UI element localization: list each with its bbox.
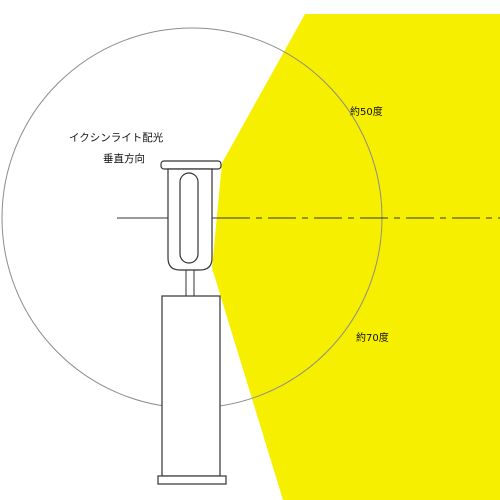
diagram-subtitle: 垂直方向: [103, 153, 145, 165]
base-plate: [157, 475, 227, 485]
base-column: [161, 295, 221, 477]
upper-angle-label: 約50度: [350, 107, 383, 118]
lamp-top-cap: [160, 160, 222, 170]
light-beam: [212, 14, 500, 500]
lamp-pole: [185, 267, 195, 297]
diagram-title: イクシンライト配光: [69, 132, 164, 144]
lamp-tube: [179, 172, 199, 264]
lower-angle-label: 約70度: [356, 333, 389, 344]
